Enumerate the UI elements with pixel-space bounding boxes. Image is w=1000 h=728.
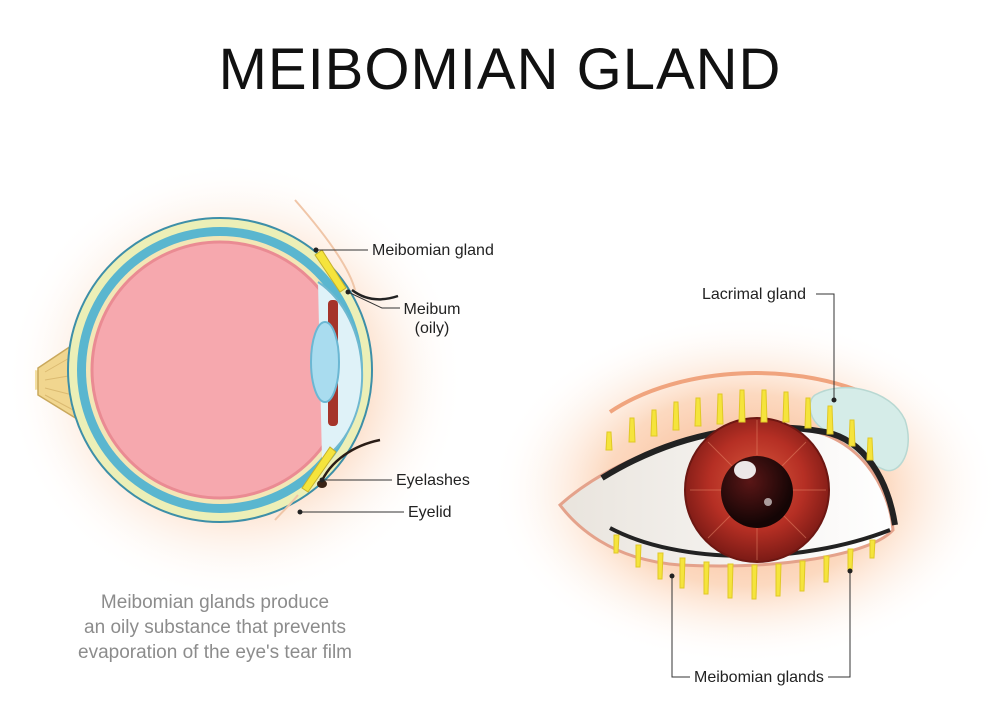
page-title: MEIBOMIAN GLAND xyxy=(218,37,782,102)
eyeball-cross-section xyxy=(5,160,465,600)
label-eyelashes: Eyelashes xyxy=(396,472,470,489)
vitreous-body xyxy=(90,240,350,500)
lower-meibomian-glands xyxy=(613,534,876,600)
label-meibomian-gland: Meibomian gland xyxy=(372,242,494,259)
lens xyxy=(310,321,340,403)
lower-eyelash xyxy=(318,438,381,486)
caption-line1: Meibomian glands produce xyxy=(100,592,330,613)
label-meibum: Meibum (oily) xyxy=(400,300,464,338)
eyelid-crease xyxy=(608,371,881,414)
caption-line2: an oily substance that prevents xyxy=(84,617,346,638)
label-meibum-line1: Meibum xyxy=(403,301,461,318)
eye-highlight xyxy=(734,461,756,479)
upper-eyelid-margin xyxy=(600,424,898,526)
pupil xyxy=(721,456,793,528)
meibomian-gland-lower xyxy=(301,446,337,493)
label-eyelid: Eyelid xyxy=(408,504,452,521)
upper-meibomian-glands xyxy=(605,389,874,461)
frontal-eye xyxy=(490,293,1000,678)
upper-eyelash xyxy=(351,288,399,301)
label-meibomian-glands: Meibomian glands xyxy=(694,669,824,686)
caption: Meibomian glands produce an oily substan… xyxy=(30,590,400,665)
label-lacrimal-gland: Lacrimal gland xyxy=(702,286,807,303)
caption-line3: evaporation of the eye's tear film xyxy=(78,642,352,663)
lacrimal-gland-shape xyxy=(809,387,909,472)
meibomian-gland-upper xyxy=(314,249,347,293)
label-meibum-line2: (oily) xyxy=(414,320,450,337)
